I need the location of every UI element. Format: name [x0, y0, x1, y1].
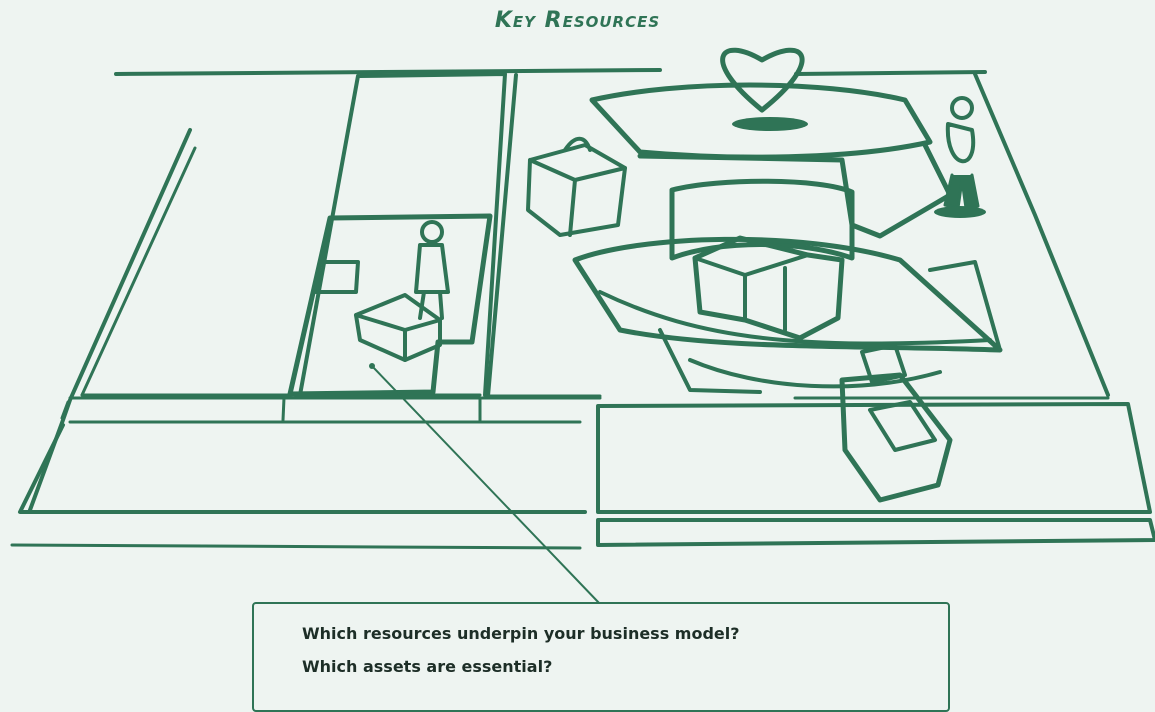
key-partners-right-edge [298, 74, 360, 397]
value-prop-left-edge [486, 73, 518, 398]
key-partners-inner-edge [80, 146, 197, 397]
question-callout: Which resources underpin your business m… [252, 602, 950, 712]
canvas-top-edge-right [794, 70, 987, 76]
delivery-truck-icon [692, 235, 845, 341]
person-with-boxes-icon [354, 220, 450, 362]
customer-segments-edge [973, 72, 1110, 397]
key-resources-tab [314, 260, 360, 294]
revenue-streams-block [596, 402, 1152, 514]
business-model-canvas-diagram [10, 47, 1155, 605]
page-title: Key Resources [494, 8, 661, 33]
gift-box-icon [526, 136, 627, 237]
key-resources-block [287, 213, 493, 397]
callout-connector [371, 365, 601, 605]
heart-icon [720, 47, 808, 131]
callout-question: Which resources underpin your business m… [302, 624, 740, 643]
callout-question: Which assets are essential? [302, 657, 553, 676]
key-activities-column [358, 72, 507, 397]
cash-register-icon [839, 343, 953, 503]
canvas-top-edge [114, 68, 662, 76]
key-partners-left-edge [28, 128, 192, 512]
cost-structure-block [18, 423, 587, 514]
person-icon [934, 96, 986, 218]
